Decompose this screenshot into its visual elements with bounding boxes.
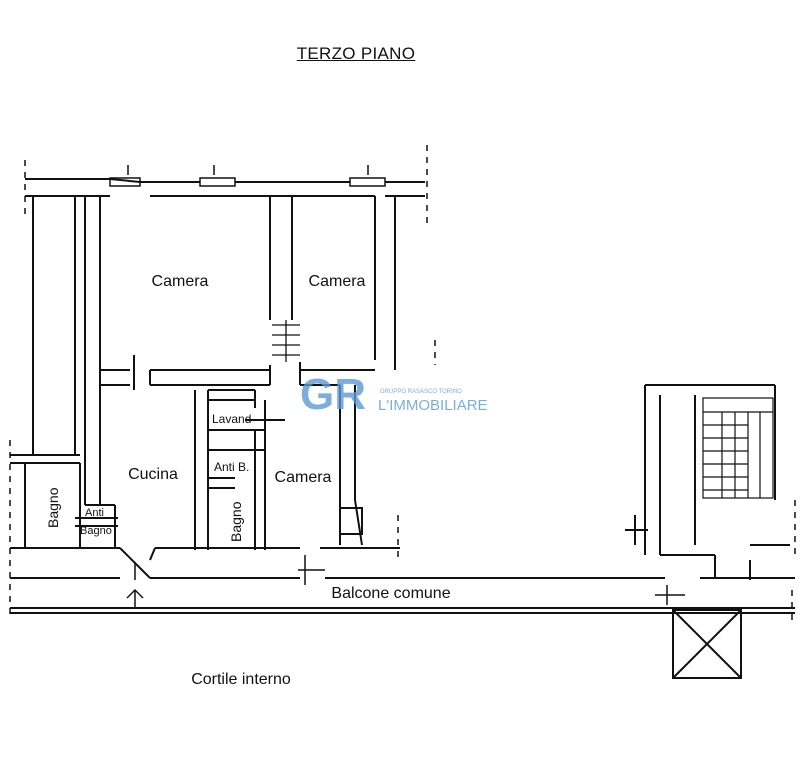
top-wall — [25, 178, 425, 197]
floor-title: TERZO PIANO — [296, 44, 416, 63]
elevator-shaft-icon — [672, 609, 742, 679]
left-wall — [32, 196, 101, 505]
door-markers — [134, 555, 685, 605]
camera-right-walls — [292, 195, 396, 386]
balcony-rails — [10, 607, 795, 614]
camera-left-walls — [100, 196, 293, 390]
agency-watermark: GR GRUPPO RASASCO TORINO L'IMMOBILIARE — [300, 370, 488, 419]
cortile-label: Cortile interno — [191, 671, 291, 688]
room-label-lavand: Lavand — [212, 412, 251, 426]
room-label-anti-b: Anti B. — [214, 460, 249, 474]
room-label-bagno-center: Bagno — [228, 501, 244, 542]
bottom-wall — [10, 547, 795, 579]
dashed-boundaries — [9, 145, 796, 620]
north-arrow-icon — [126, 588, 144, 608]
watermark-tagline: GRUPPO RASASCO TORINO — [380, 389, 462, 395]
room-label-cucina: Cucina — [128, 466, 178, 483]
watermark-logo: GR — [300, 370, 366, 419]
windows-top — [109, 165, 386, 187]
room-label-bagno-left: Bagno — [45, 487, 61, 528]
room-label-camera-right: Camera — [309, 273, 366, 290]
balcone-label: Balcone comune — [331, 585, 450, 602]
watermark-name: L'IMMOBILIARE — [378, 397, 488, 414]
right-block — [625, 384, 790, 580]
small-camera-walls — [339, 385, 363, 546]
central-partitions — [194, 389, 285, 550]
room-label-anti-bagno-line1: Anti — [85, 507, 104, 519]
stair-icon — [702, 397, 774, 499]
room-label-camera-small: Camera — [275, 469, 332, 486]
passage-hatch — [272, 320, 300, 362]
room-label-camera-left: Camera — [152, 273, 209, 290]
bagno-left-walls — [10, 454, 118, 548]
room-label-anti-bagno-line2: Bagno — [80, 525, 112, 537]
